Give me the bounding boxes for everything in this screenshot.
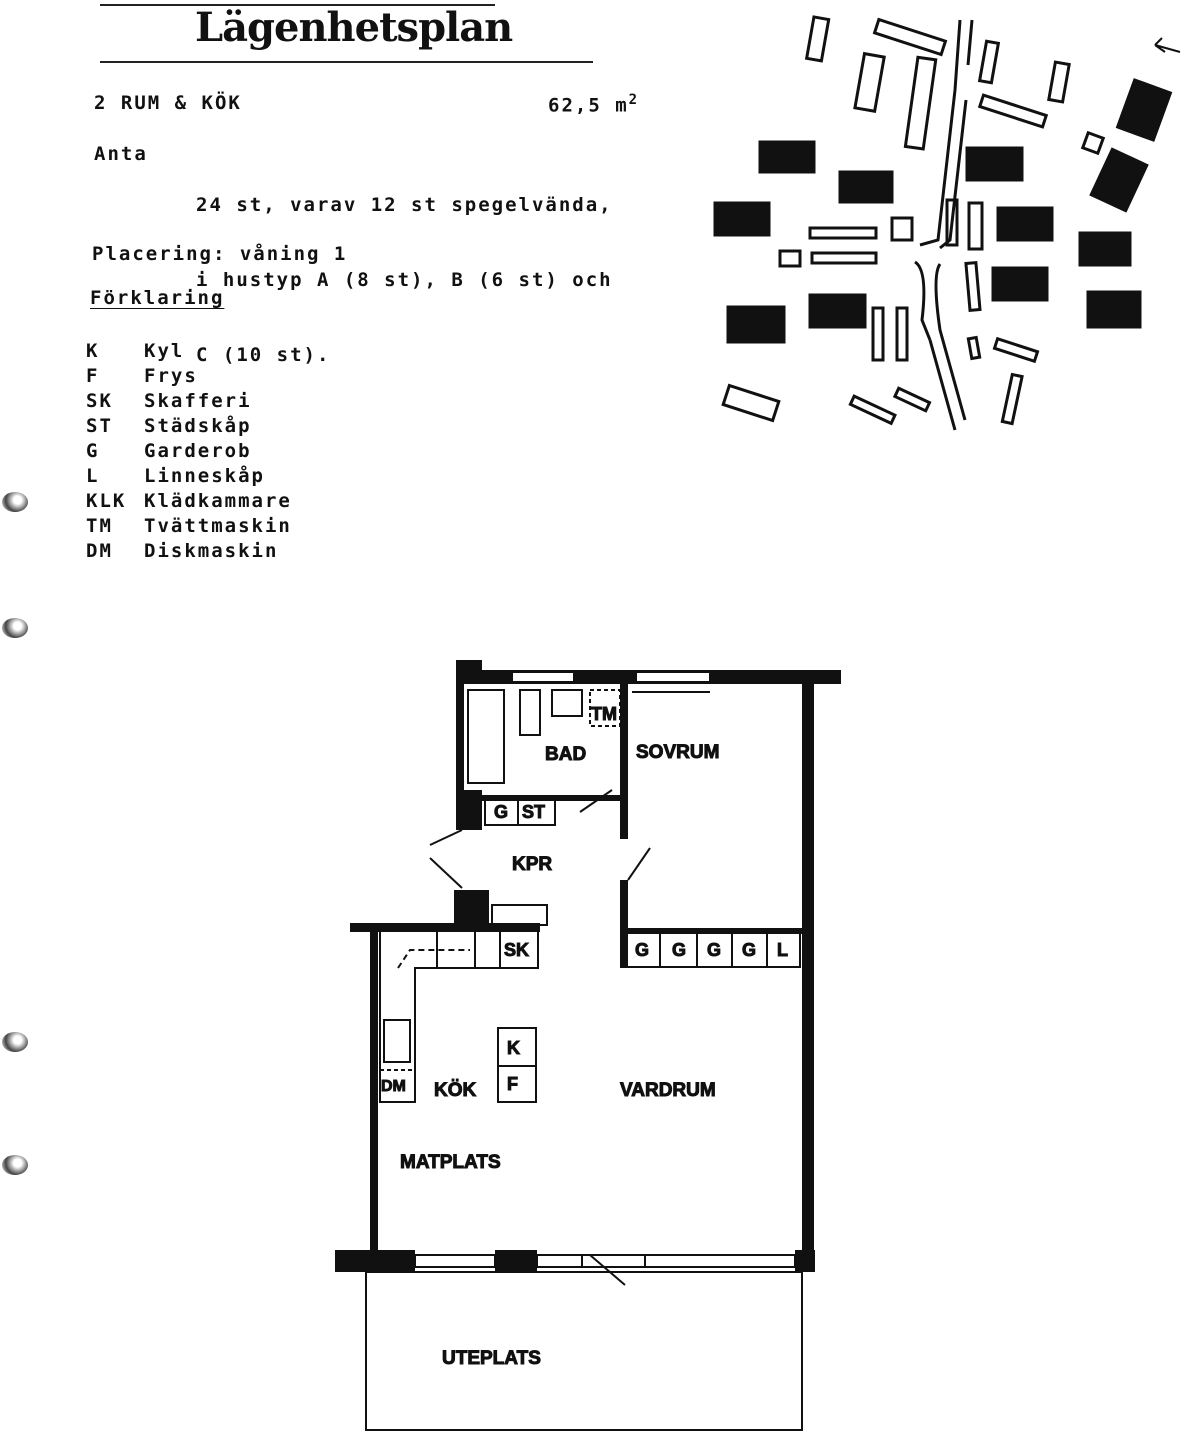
room-labels: BAD SOVRUM KPR KÖK VARDRUM MATPLATS UTEP…: [400, 742, 720, 1370]
punch-hole-icon: [2, 1155, 28, 1175]
title-rule-bottom: [100, 61, 593, 63]
label-dm: DM: [381, 1078, 406, 1095]
apartment-type: 2 RUM & KÖK: [94, 92, 242, 114]
label-l: L: [777, 940, 788, 960]
count-line: C (10 st).: [196, 344, 331, 366]
legend-name: Linneskåp: [144, 464, 265, 487]
count-line: i hustyp A (8 st), B (6 st) och: [196, 269, 613, 291]
label-g: G: [494, 802, 508, 822]
legend-item: K Kyl: [86, 338, 292, 363]
room-uteplats: UTEPLATS: [442, 1348, 541, 1369]
label-tm: TM: [591, 704, 617, 724]
label-g: G: [742, 940, 756, 960]
punch-hole-icon: [2, 1032, 28, 1052]
legend-name: Diskmaskin: [144, 539, 279, 562]
road: [914, 19, 974, 431]
legend-item: TM Tvättmaskin: [86, 513, 292, 538]
room-sovrum: SOVRUM: [636, 742, 719, 763]
legend-name: Skafferi: [144, 389, 252, 412]
legend-item: G Garderob: [86, 438, 292, 463]
doors: [429, 789, 651, 1286]
washbasin: [519, 689, 541, 736]
legend-item: ST Städskåp: [86, 413, 292, 438]
legend-name: Frys: [144, 364, 198, 387]
legend-item: SK Skafferi: [86, 388, 292, 413]
legend-name: Städskåp: [144, 414, 252, 437]
storage-units: [365, 796, 803, 1431]
legend-name: Garderob: [144, 439, 252, 462]
toilet: [551, 689, 583, 717]
count-text: 24 st, varav 12 st spegelvända, i hustyp…: [196, 143, 613, 418]
u-shaped-houses: [713, 78, 1173, 344]
legend-code: K: [86, 339, 100, 362]
label-sk: SK: [504, 940, 529, 960]
north-arrow-icon: [1154, 37, 1181, 53]
legend-name: Klädkammare: [144, 489, 292, 512]
title-rule-top: [100, 4, 495, 6]
building-blocks: [721, 15, 1106, 426]
area-exponent: 2: [628, 92, 640, 108]
legend-code: KLK: [86, 489, 127, 512]
area-value: 62,5 m: [548, 94, 629, 117]
legend-item: KLK Klädkammare: [86, 488, 292, 513]
punch-hole-icon: [2, 618, 28, 638]
label-g: G: [672, 940, 686, 960]
legend-code: L: [86, 464, 100, 487]
tm-box: [589, 689, 621, 727]
legend-title: Förklaring: [90, 287, 225, 309]
room-bad: BAD: [545, 744, 586, 765]
label-k: K: [507, 1038, 520, 1058]
bathtub: [467, 689, 505, 784]
room-kpr: KPR: [512, 854, 552, 875]
legend-code: DM: [86, 539, 113, 562]
legend-code: TM: [86, 514, 113, 537]
punch-hole-icon: [2, 492, 28, 512]
label-st: ST: [522, 802, 545, 822]
label-g: G: [635, 940, 649, 960]
room-kok: KÖK: [434, 1080, 477, 1101]
site-plan-map: [713, 15, 1181, 431]
windows: [414, 671, 796, 1268]
placement: Placering: våning 1: [92, 243, 348, 265]
count-line: 24 st, varav 12 st spegelvända,: [196, 194, 613, 216]
legend-code: F: [86, 364, 100, 387]
legend-code: G: [86, 439, 100, 462]
legend-item: DM Diskmaskin: [86, 538, 292, 563]
label-f: F: [507, 1074, 518, 1094]
label-g: G: [707, 940, 721, 960]
count-label: Anta: [94, 143, 148, 165]
room-vardrum: VARDRUM: [620, 1080, 716, 1101]
room-matplats: MATPLATS: [400, 1152, 501, 1173]
legend-code: ST: [86, 414, 113, 437]
legend-item: F Frys: [86, 363, 292, 388]
apartment-area: 62,5 m2: [548, 92, 639, 116]
bathroom-fixtures: [467, 689, 621, 784]
terrace-outline: [365, 1271, 803, 1431]
fixture-labels: TM G ST SK G G G G L K F DM: [381, 704, 789, 1096]
legend-item: L Linneskåp: [86, 463, 292, 488]
page-title: Lägenhetsplan: [195, 4, 513, 51]
legend-code: SK: [86, 389, 113, 412]
legend-name: Kyl: [144, 339, 185, 362]
legend-name: Tvättmaskin: [144, 514, 292, 537]
